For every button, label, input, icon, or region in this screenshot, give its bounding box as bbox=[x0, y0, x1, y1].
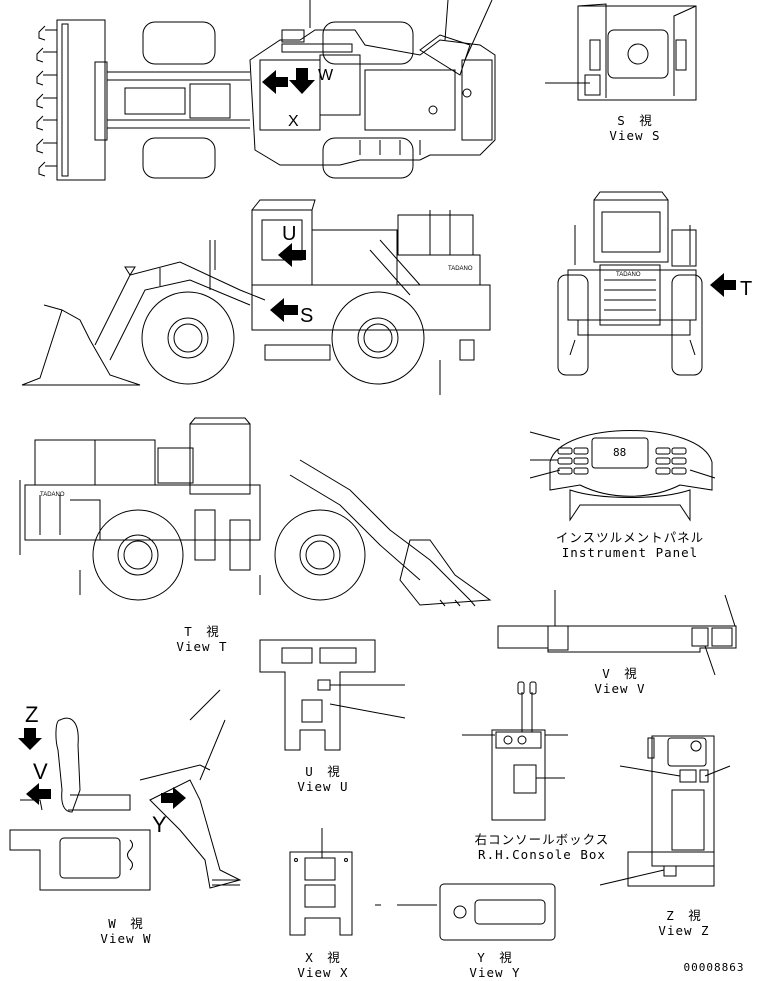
arrow-v-icon bbox=[26, 783, 51, 805]
view-z-drawing bbox=[600, 736, 730, 886]
instrument-panel-drawing bbox=[530, 431, 715, 521]
view-y-jp: Y 視 bbox=[477, 950, 513, 965]
view-t-label: T 視 View T bbox=[162, 624, 242, 654]
view-t-drawing bbox=[20, 418, 490, 606]
view-t-en: View T bbox=[176, 639, 228, 654]
view-v-en: View V bbox=[594, 681, 646, 696]
marker-u: U bbox=[282, 223, 296, 245]
view-w-jp: W 視 bbox=[108, 916, 144, 931]
view-z-jp: Z 視 bbox=[666, 908, 702, 923]
view-x-en: View X bbox=[297, 965, 349, 980]
console-box-en: R.H.Console Box bbox=[478, 847, 606, 862]
view-x-drawing bbox=[290, 828, 352, 935]
instrument-panel-label: インスツルメントパネル Instrument Panel bbox=[548, 530, 712, 560]
view-x-jp: X 視 bbox=[305, 950, 341, 965]
view-v-jp: V 視 bbox=[602, 666, 638, 681]
view-z-en: View Z bbox=[658, 923, 710, 938]
arrow-w-icon bbox=[289, 68, 315, 94]
view-z-label: Z 視 View Z bbox=[644, 908, 724, 938]
marker-x: X bbox=[288, 113, 299, 130]
view-w-label: W 視 View W bbox=[86, 916, 166, 946]
marker-v: V bbox=[33, 759, 48, 784]
front-view-loader bbox=[558, 192, 702, 375]
view-s-en: View S bbox=[609, 128, 661, 143]
console-box-jp: 右コンソールボックス bbox=[474, 832, 610, 847]
side-view-loader bbox=[22, 200, 490, 395]
view-u-label: U 視 View U bbox=[283, 764, 363, 794]
instrument-panel-jp: インスツルメントパネル bbox=[555, 530, 705, 545]
top-view-loader bbox=[37, 0, 495, 180]
arrow-y-icon bbox=[161, 787, 186, 809]
view-s-drawing bbox=[545, 4, 696, 100]
view-x-label: X 視 View X bbox=[283, 950, 363, 980]
view-s-label: S 視 View S bbox=[600, 113, 670, 143]
instrument-digits: 88 bbox=[613, 446, 626, 459]
arrow-s-icon bbox=[270, 298, 298, 322]
brand-logo-side: TADANO bbox=[448, 266, 473, 272]
view-v-label: V 視 View V bbox=[580, 666, 660, 696]
marker-z: Z bbox=[25, 702, 38, 727]
console-box-label: 右コンソールボックス R.H.Console Box bbox=[452, 832, 632, 862]
view-v-drawing bbox=[498, 590, 736, 675]
console-box-drawing bbox=[462, 682, 568, 820]
marker-s: S bbox=[300, 305, 313, 327]
view-u-drawing bbox=[260, 640, 405, 750]
view-y-label: Y 視 View Y bbox=[455, 950, 535, 980]
view-t-jp: T 視 bbox=[184, 624, 220, 639]
marker-w: W bbox=[318, 67, 334, 84]
view-s-jp: S 視 bbox=[617, 113, 653, 128]
view-u-jp: U 視 bbox=[305, 764, 341, 779]
view-y-drawing bbox=[375, 884, 555, 940]
view-w-en: View W bbox=[100, 931, 152, 946]
marker-t: T bbox=[740, 278, 752, 300]
arrow-x-icon bbox=[262, 70, 288, 94]
view-w-drawing bbox=[10, 690, 240, 890]
arrow-u-icon bbox=[278, 243, 306, 267]
view-u-en: View U bbox=[297, 779, 349, 794]
brand-logo-rear: TADANO bbox=[40, 492, 65, 498]
drawing-number: 00008863 bbox=[683, 961, 745, 974]
view-y-en: View Y bbox=[469, 965, 521, 980]
brand-logo-front: TADANO bbox=[616, 272, 641, 278]
arrow-t-icon bbox=[710, 273, 736, 297]
marker-y: Y bbox=[152, 812, 167, 837]
arrow-z-icon bbox=[18, 728, 42, 750]
instrument-panel-en: Instrument Panel bbox=[561, 545, 699, 560]
